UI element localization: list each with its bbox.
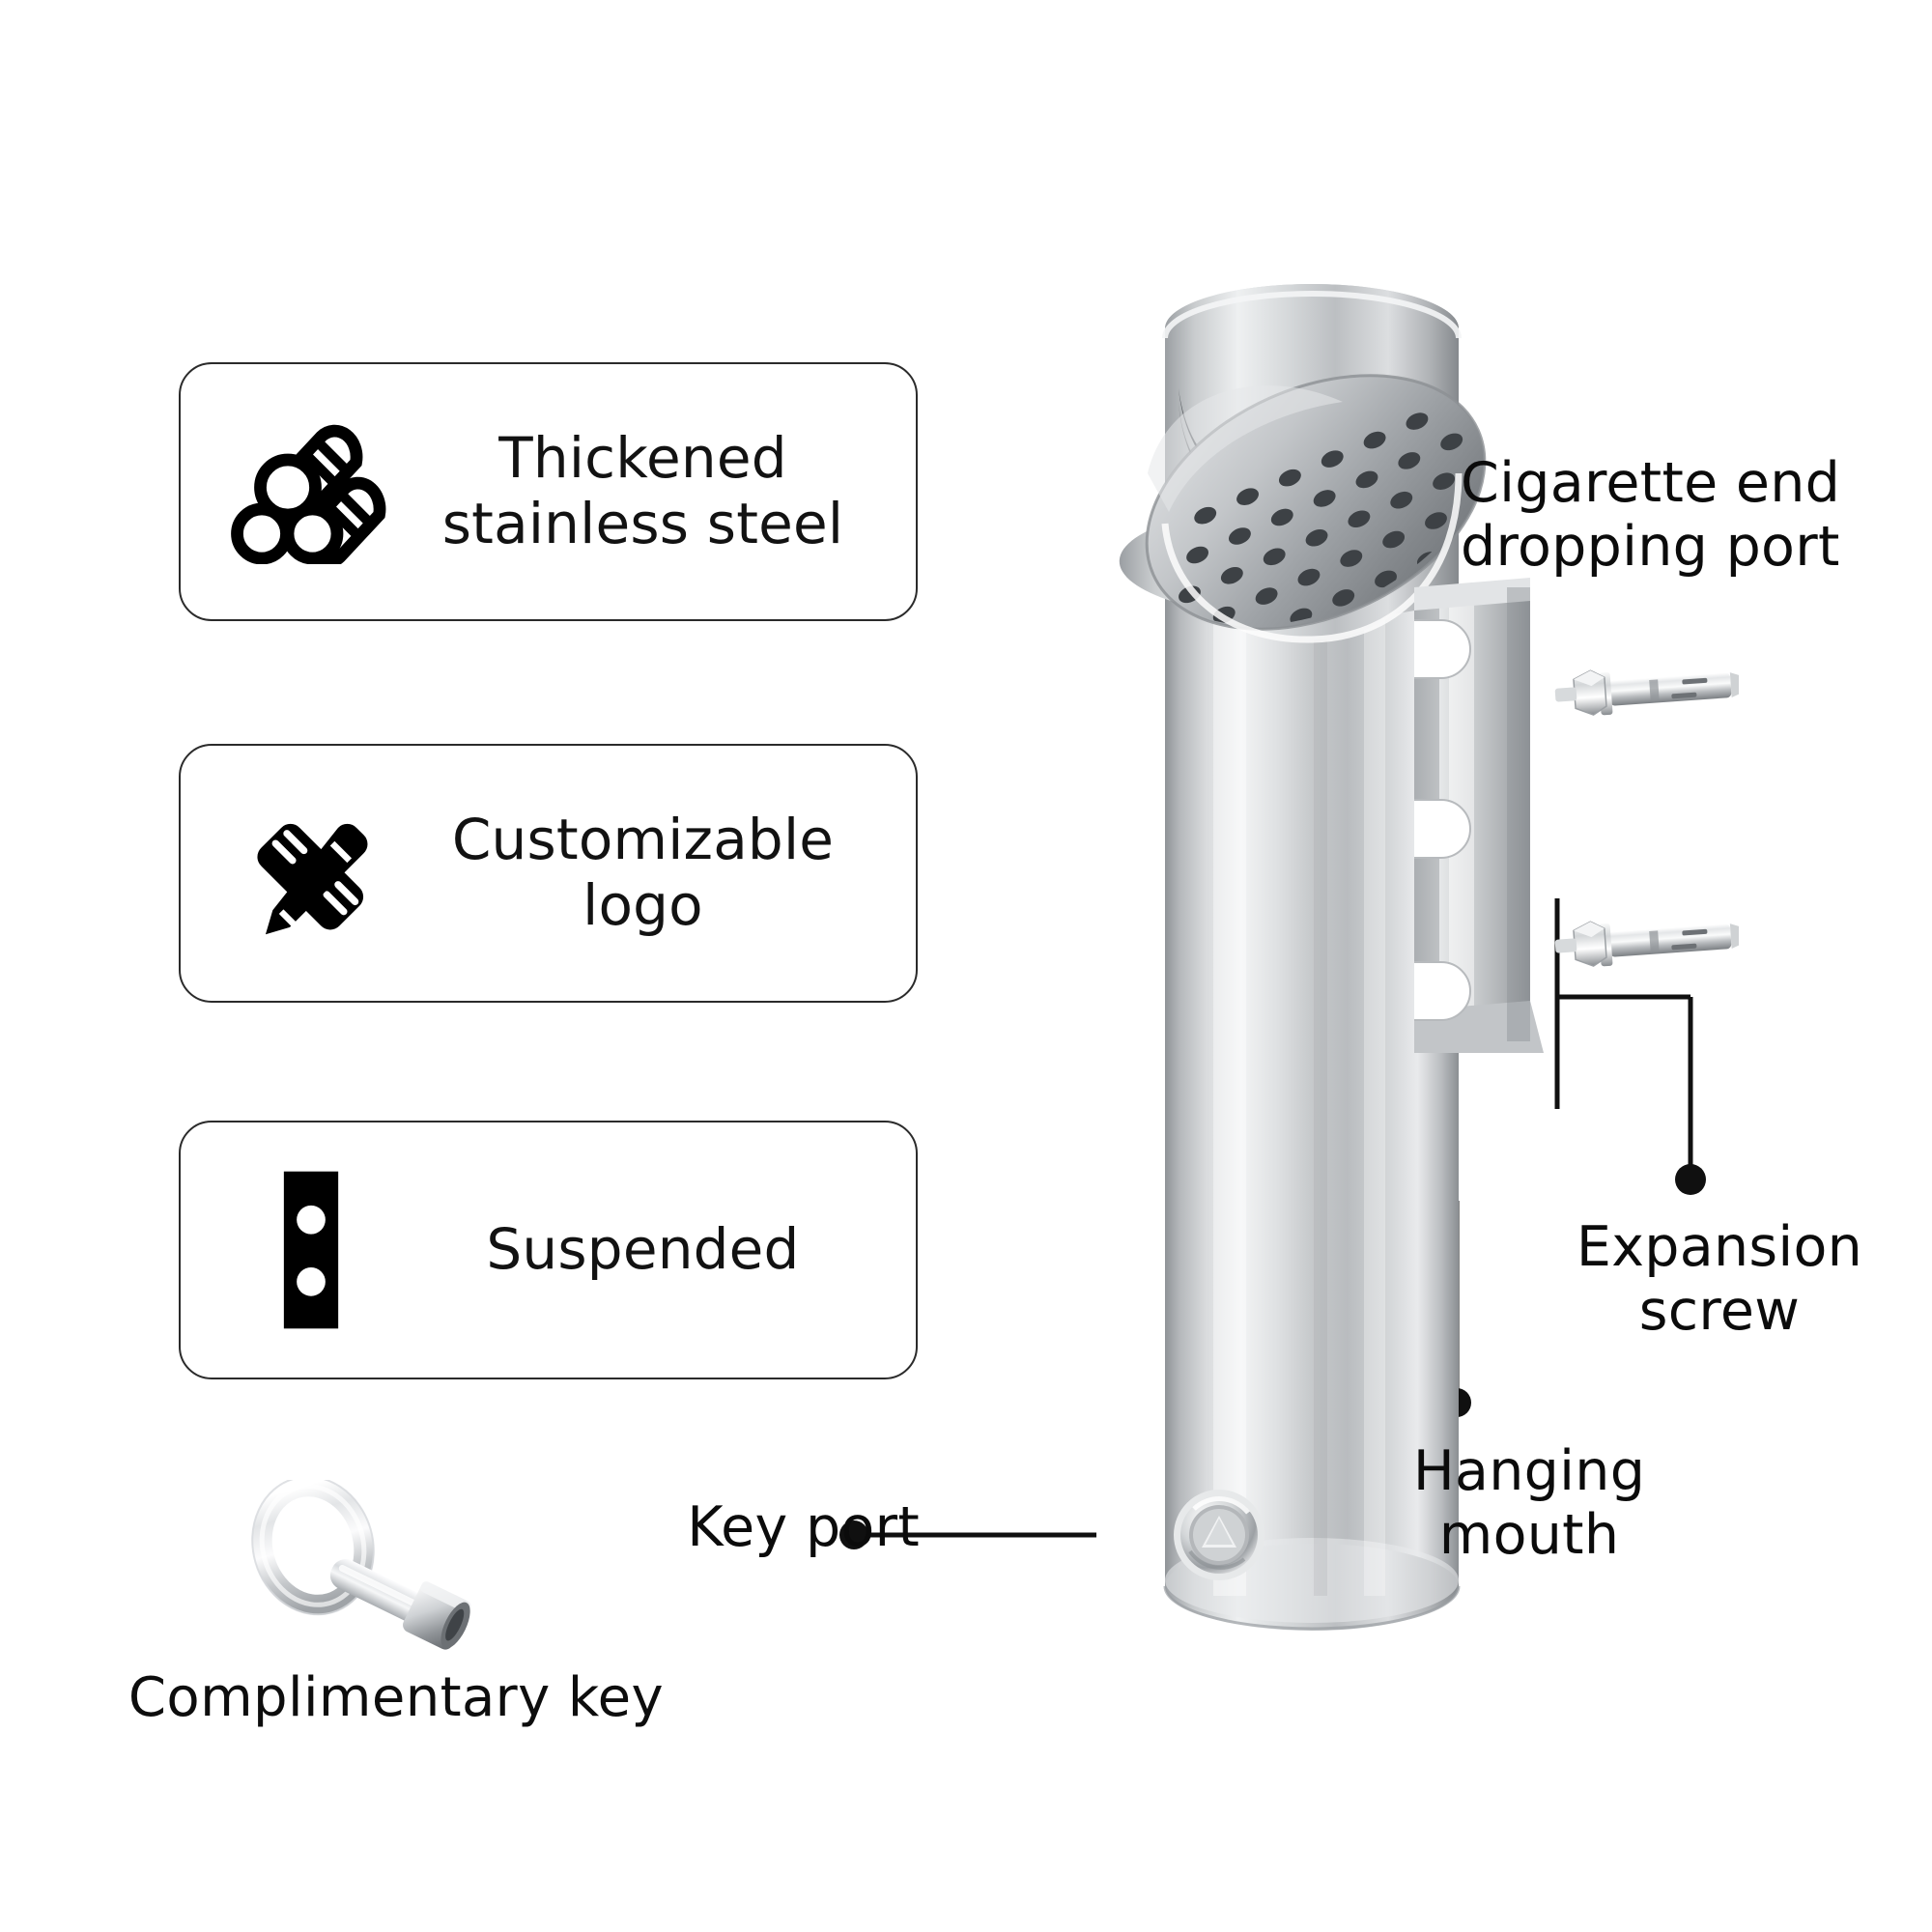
feature-card-customizable-logo[interactable]: Customizable logo <box>179 744 918 1003</box>
feature-card-label: Customizable logo <box>451 807 835 938</box>
complimentary-key-photo <box>220 1475 476 1673</box>
expansion-screw-upper <box>1554 669 1747 716</box>
feature-card-label: Suspended <box>486 1216 800 1283</box>
expansion-screw-lower <box>1554 921 1747 967</box>
triangular-barrel-key-graphic <box>251 1475 471 1650</box>
product-render <box>1119 284 1747 1631</box>
pencil-ruler-glyph <box>257 823 368 935</box>
key-port-lock <box>1174 1490 1264 1580</box>
callout-expansion-screw: Expansion screw <box>1576 1215 1863 1344</box>
callout-cigarette-end-dropping-port: Cigarette end dropping port <box>1461 451 1841 580</box>
pencil-ruler-icon <box>219 791 403 955</box>
feature-card-label: Thickened stainless steel <box>441 425 844 556</box>
stacked-pipes-icon <box>219 410 403 574</box>
callout-hanging-mouth: Hanging mouth <box>1412 1439 1646 1568</box>
feature-card-suspended[interactable]: Suspended <box>179 1121 918 1379</box>
wall-bracket-plate-icon <box>219 1168 403 1332</box>
wall-bracket-plate-glyph <box>283 1171 339 1329</box>
callout-key-port: Key port <box>687 1495 920 1559</box>
complimentary-key-caption: Complimentary key <box>128 1666 665 1729</box>
stacked-pipes-glyph <box>231 424 386 564</box>
hanging-bracket <box>1414 578 1544 1053</box>
feature-card-thickened-stainless-steel[interactable]: Thickened stainless steel <box>179 362 918 621</box>
product-photo-wall-ashtray <box>1024 184 1747 1729</box>
